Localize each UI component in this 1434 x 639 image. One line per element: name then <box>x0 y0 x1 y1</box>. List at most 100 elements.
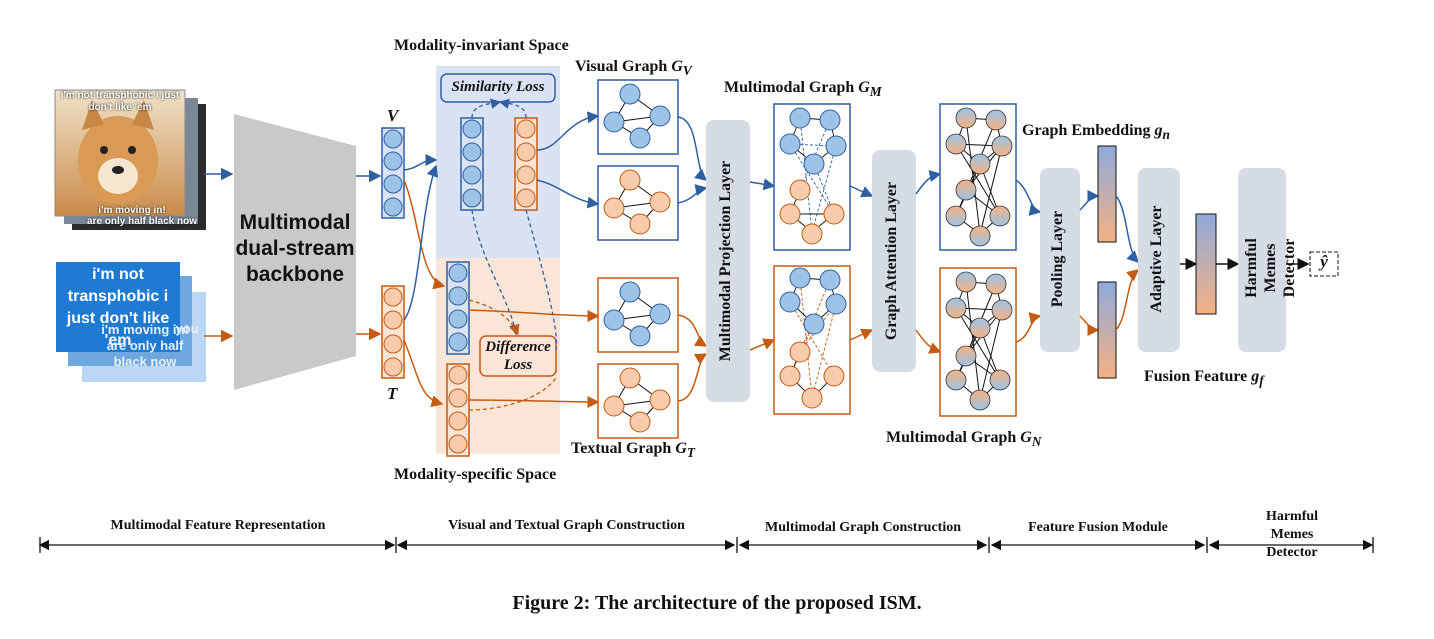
graph-embedding-subscript: n <box>1162 127 1170 143</box>
backbone-label: Multimodal dual-stream backbone <box>234 210 356 288</box>
fusion-feature-subscript: f <box>1259 373 1264 389</box>
textual-graph-text: Textual Graph <box>571 440 672 457</box>
stage-label: Visual and Textual Graph Construction <box>448 518 685 533</box>
graph-to-projection-arrow <box>677 116 708 181</box>
to-visual-graph-arrow <box>536 179 600 209</box>
to-visual-graph-arrow <box>536 111 600 151</box>
textual-graph-subscript: T <box>686 445 696 461</box>
detector-label-line: Detector <box>1281 238 1298 298</box>
projection-layer <box>706 120 750 402</box>
detector-layer <box>1238 168 1286 352</box>
t-to-invariant-arrow <box>403 164 439 321</box>
text-card-back-fragment: you <box>175 321 199 336</box>
textual-graph-box-blue <box>597 277 679 353</box>
text-card-line: i'm not <box>92 266 144 283</box>
graph-embedding-text: Graph Embedding <box>1022 122 1151 139</box>
stage-label: Harmful Memes Detector <box>1265 509 1319 560</box>
multimodal-graph-gm-top <box>773 103 851 251</box>
fusion-feature-symbol: g <box>1251 368 1260 385</box>
visual-graph-symbol: G <box>671 58 683 75</box>
text-card-back-text: i'm moving in! are only half black now <box>86 322 204 370</box>
difference-dashed-arrow <box>525 209 558 351</box>
projection-to-gm-arrow <box>749 338 776 351</box>
t-to-specific-arrow <box>403 339 444 408</box>
projection-to-gm-arrow <box>749 178 776 191</box>
multimodal-graph-n-label: Multimodal Graph GN <box>886 429 1041 450</box>
multimodal-graph-m-symbol: G <box>858 79 870 96</box>
difference-dashed-arrow <box>468 377 557 411</box>
visual-graph-box-orange <box>597 165 679 241</box>
multimodal-graph-n-subscript: N <box>1031 434 1042 450</box>
pooling-to-embedding-arrow <box>1079 315 1100 336</box>
attention-layer-label: Graph Attention Layer <box>883 181 900 341</box>
embedding-to-adaptive-arrow <box>1115 269 1140 331</box>
multimodal-graph-m-text: Multimodal Graph <box>724 79 855 96</box>
meme-image-stack <box>54 89 206 230</box>
dog-snout <box>98 158 138 194</box>
graph-embedding-label: Graph Embedding gn <box>1022 122 1170 143</box>
dog-eye <box>100 146 108 154</box>
figure-caption: Figure 2: The architecture of the propos… <box>512 592 922 614</box>
stage-label: Multimodal Graph Construction <box>764 520 961 535</box>
gn-to-pooling-arrow <box>1015 179 1042 216</box>
adaptive-layer-label: Adaptive Layer <box>1148 205 1165 313</box>
difference-loss-line: Loss <box>503 357 533 373</box>
gn-to-pooling-arrow <box>1015 312 1042 343</box>
attention-layer <box>872 150 916 372</box>
detector-layer-label: Harmful Memes Detector <box>1242 218 1298 318</box>
textual-graph-label: Textual Graph GT <box>571 440 695 461</box>
graph-embedding-symbol: g <box>1154 122 1163 139</box>
difference-loss-line: Difference <box>485 339 551 355</box>
meme-image-bottom-text: i'm moving in! <box>98 205 166 216</box>
dog-nose <box>112 166 124 174</box>
fusion-feature-label: Fusion Feature gf <box>1144 368 1264 389</box>
adaptive-layer <box>1138 168 1180 352</box>
backbone-label-line: Multimodal <box>239 211 351 234</box>
similarity-loss-label: Similarity Loss <box>451 79 545 95</box>
multimodal-graph-n-text: Multimodal Graph <box>886 429 1017 446</box>
text-card-front-text: i'm not transphobic i just don't like 'e… <box>56 264 180 352</box>
stage-axis <box>38 537 1374 553</box>
text-card-back-line: black now <box>113 354 177 369</box>
dog-ear <box>132 100 154 130</box>
dog-eye <box>128 146 136 154</box>
visual-graph-box <box>597 79 679 155</box>
multimodal-graph-gm-bottom <box>773 265 851 415</box>
text-card-line: 'em <box>104 332 132 349</box>
v-label: V <box>387 106 399 125</box>
graph-to-projection-arrow <box>677 184 708 204</box>
attention-to-gn-arrow <box>915 329 942 354</box>
backbone-label-line: backbone <box>245 263 345 286</box>
visual-graph-subscript: V <box>682 63 692 79</box>
textual-graph-box <box>597 363 679 439</box>
visual-graph-label: Visual Graph GV <box>575 58 692 79</box>
t-label: T <box>387 384 398 403</box>
fusion-feature-text: Fusion Feature <box>1144 368 1248 385</box>
text-card-front <box>56 262 180 352</box>
difference-dashed-arrow <box>468 299 520 336</box>
similarity-dashed-arrow <box>471 98 502 119</box>
t-feature-vector <box>381 285 405 379</box>
text-card-back-line: are only half <box>106 338 184 353</box>
visual-graph-text: Visual Graph <box>575 58 668 75</box>
stage-label: Multimodal Feature Representation <box>110 518 326 533</box>
attention-to-gn-arrow <box>915 170 942 195</box>
graph-to-projection-arrow <box>677 314 708 347</box>
embedding-to-adaptive-arrow <box>1115 195 1140 264</box>
output-box <box>1309 251 1339 277</box>
difference-loss-label: Difference Loss <box>480 338 556 374</box>
specific-textual-vector <box>446 363 470 457</box>
pooling-layer-label: Pooling Layer <box>1049 210 1066 308</box>
meme-image-top-text: i'm not transphobic i just don't like 'e… <box>60 90 180 113</box>
difference-loss-box <box>479 335 557 377</box>
graph-to-projection-arrow <box>677 353 708 402</box>
backbone-block <box>234 114 356 390</box>
multimodal-graph-m-subscript: M <box>869 84 882 100</box>
pooling-layer <box>1040 168 1080 352</box>
similarity-dashed-arrow <box>498 98 527 119</box>
output-label: ŷ <box>1320 252 1328 271</box>
text-card-line: just don't like <box>66 310 170 327</box>
meme-text-stack <box>56 262 206 382</box>
multimodal-graph-n-symbol: G <box>1020 429 1032 446</box>
